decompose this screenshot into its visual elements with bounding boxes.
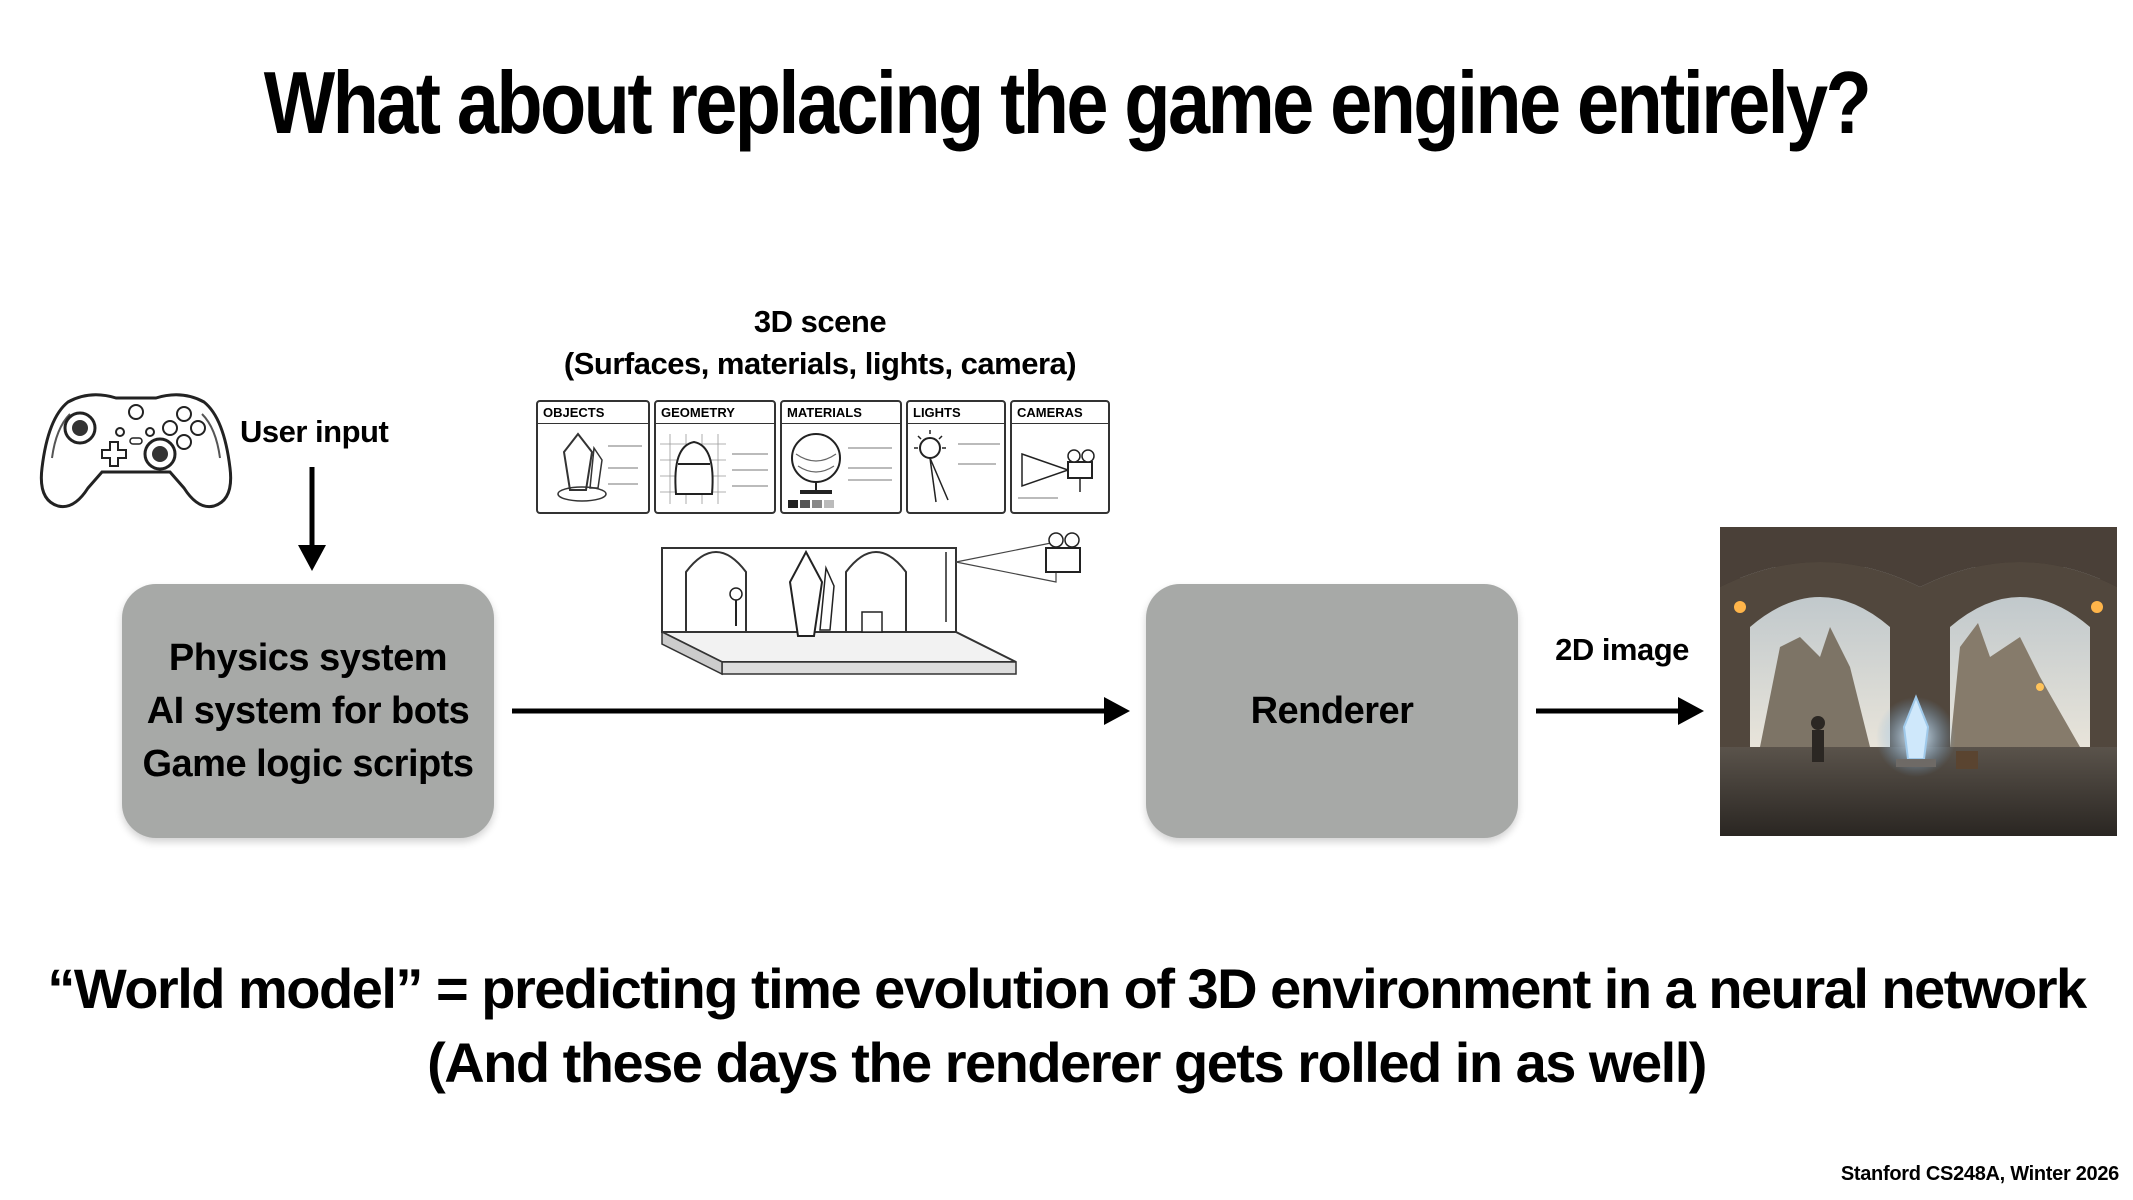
course-footer: Stanford CS248A, Winter 2026 xyxy=(1840,1163,2119,1185)
mesh-helmet-icon xyxy=(660,434,768,504)
user-input-arrow xyxy=(298,467,326,571)
movie-camera-icon xyxy=(1018,449,1095,499)
scene-card-lights: LIGHTS xyxy=(906,400,1006,514)
scene-card-lights-title: LIGHTS xyxy=(908,402,1004,424)
crystal-icon xyxy=(557,432,642,502)
world-model-statement: “World model” = predicting time evolutio… xyxy=(47,957,2087,1020)
renderer-box: Renderer xyxy=(1146,584,1518,838)
scene-card-geometry: GEOMETRY xyxy=(654,400,776,514)
scene-label-title: 3D scene xyxy=(753,304,887,339)
game-controller-icon xyxy=(39,393,233,509)
scene-label-subtitle: (Surfaces, materials, lights, camera) xyxy=(563,346,1077,381)
renderer-label: Renderer xyxy=(1250,689,1414,732)
scene-flow-arrow xyxy=(512,697,1130,725)
scene-card-cameras-title: CAMERAS xyxy=(1012,402,1108,424)
isometric-scene-illustration xyxy=(661,532,1081,676)
scene-card-objects-title: OBJECTS xyxy=(538,402,648,424)
scene-card-cameras: CAMERAS xyxy=(1010,400,1110,514)
physics-box-line-2: AI system for bots xyxy=(146,689,470,732)
light-source-icon xyxy=(914,430,1000,503)
physics-system-box: Physics system AI system for bots Game l… xyxy=(122,584,494,838)
slide-title: What about replacing the game engine ent… xyxy=(263,53,1872,152)
rendered-castle-image xyxy=(1720,527,2117,836)
scene-card-objects: OBJECTS xyxy=(536,400,650,514)
image-label: 2D image xyxy=(1555,632,1689,667)
physics-box-line-1: Physics system xyxy=(168,636,448,679)
physics-box-line-3: Game logic scripts xyxy=(142,742,474,785)
image-output-arrow xyxy=(1536,697,1704,725)
scene-card-geometry-title: GEOMETRY xyxy=(656,402,774,424)
material-sphere-icon xyxy=(788,433,892,508)
renderer-rolled-in-note: (And these days the renderer gets rolled… xyxy=(427,1031,1707,1094)
user-input-label: User input xyxy=(240,414,389,449)
scene-card-materials: MATERIALS xyxy=(780,400,902,514)
scene-card-materials-title: MATERIALS xyxy=(782,402,900,424)
